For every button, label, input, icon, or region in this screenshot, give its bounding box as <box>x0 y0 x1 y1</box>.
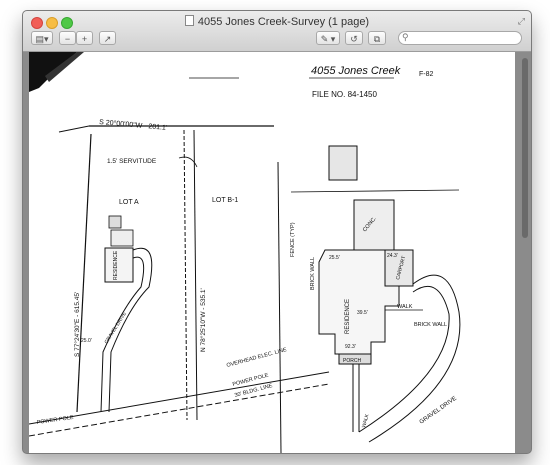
brick-wall-label: BRICK WALL <box>310 257 316 290</box>
zoom-out-button[interactable]: − <box>59 31 76 45</box>
walk-label: WALK <box>397 304 413 310</box>
scan-corner-shadow <box>45 52 84 82</box>
servitude-line <box>183 129 188 421</box>
servitude-label: 1.5' SERVITUDE <box>107 158 157 165</box>
zoom-in-icon: + <box>81 34 88 44</box>
document-icon <box>184 15 194 26</box>
left-lot-line <box>76 133 92 413</box>
gravel-drive-outer <box>368 274 461 443</box>
dim-39-5: 39.5' <box>357 310 368 316</box>
elec-line-label: OVERHEAD ELEC. LINE <box>226 347 288 369</box>
dim-25-5: 25.5' <box>329 255 340 261</box>
right-lot-line <box>277 161 282 453</box>
right-shed <box>328 145 358 181</box>
file-number: FILE NO. 84-1450 <box>312 90 377 99</box>
left-shed <box>108 215 122 229</box>
middle-bearing: N 78°25'10"W - 535.1' <box>199 288 207 352</box>
document-page: 4055 Jones Creek F-82 FILE NO. 84-1450 S… <box>28 52 515 453</box>
rotate-button[interactable]: ↺ <box>345 31 363 45</box>
zoom-button[interactable] <box>61 17 73 29</box>
left-garage <box>110 229 134 247</box>
bldg-line <box>28 383 330 437</box>
scrollbar-thumb[interactable] <box>522 58 528 238</box>
zoom-in-button[interactable]: + <box>76 31 93 45</box>
pen-icon: ✎ ▾ <box>320 34 336 44</box>
power-pole-left-label: POWER POLE <box>36 415 74 426</box>
edit-button[interactable]: ⧉ <box>368 31 386 45</box>
page-reference: F-82 <box>419 71 434 78</box>
lot-a-label: LOT A <box>119 199 139 206</box>
servitude-arrow <box>178 156 198 168</box>
carport <box>384 249 414 287</box>
left-bearing: S 77°24'30"E - 615.45' <box>73 292 81 357</box>
handwritten-title: 4055 Jones Creek <box>311 65 401 77</box>
dim-92-3: 92.3' <box>345 344 356 350</box>
dim-24-3: 24.3' <box>387 253 398 259</box>
close-button[interactable] <box>31 17 43 29</box>
share-button[interactable]: ↗ <box>99 31 116 45</box>
dim-left-25: 25.0' <box>81 338 92 344</box>
left-drive-outer <box>108 247 153 413</box>
vertical-scrollbar[interactable] <box>521 56 529 448</box>
window-title: 4055 Jones Creek-Survey (1 page) <box>197 16 370 28</box>
top-bearing: S 20°00'00"W - 201.1' <box>99 118 168 132</box>
share-icon: ↗ <box>103 34 112 44</box>
document-viewport[interactable]: 4055 Jones Creek F-82 FILE NO. 84-1450 S… <box>23 52 531 453</box>
fence-label: FENCE (TYP) <box>290 222 296 257</box>
gravel-drive-inner <box>358 286 450 433</box>
left-drive-inner <box>100 256 145 413</box>
search-icon: ⚲ <box>402 32 409 42</box>
preview-window: 4055 Jones Creek-Survey (1 page) ⤢ ▤▾ − … <box>22 10 532 454</box>
top-boundary-left <box>58 125 90 133</box>
middle-lot-line <box>193 129 198 421</box>
porch <box>338 353 372 365</box>
minimize-button[interactable] <box>46 17 58 29</box>
rotate-icon: ↺ <box>350 34 358 44</box>
zoom-out-icon: − <box>64 34 71 44</box>
fullscreen-icon[interactable]: ⤢ <box>517 16 525 26</box>
fence-line-top <box>290 189 460 193</box>
title-bar: 4055 Jones Creek-Survey (1 page) ⤢ ▤▾ − … <box>23 11 531 52</box>
right-residence-label: RESIDENCE <box>345 299 351 334</box>
walk2-label: WALK <box>361 413 371 429</box>
elec-line <box>28 371 330 425</box>
survey-drawing: 4055 Jones Creek F-82 FILE NO. 84-1450 S… <box>28 52 461 453</box>
brick-wall2-label: BRICK WALL <box>414 322 447 328</box>
search-field[interactable]: ⚲ <box>398 31 522 45</box>
window-title-area: 4055 Jones Creek-Survey (1 page) <box>23 15 531 28</box>
edit-icon: ⧉ <box>373 34 381 44</box>
left-residence <box>104 247 134 283</box>
annotate-button[interactable]: ✎ ▾ <box>316 31 340 45</box>
porch-label: PORCH <box>343 358 361 364</box>
sidebar-toggle-button[interactable]: ▤▾ <box>31 31 53 45</box>
left-residence-label: RESIDENCE <box>113 250 119 280</box>
lot-b1-label: LOT B-1 <box>212 197 238 204</box>
right-residence <box>318 249 400 355</box>
search-input[interactable] <box>413 33 513 44</box>
conc-pad <box>353 199 395 251</box>
